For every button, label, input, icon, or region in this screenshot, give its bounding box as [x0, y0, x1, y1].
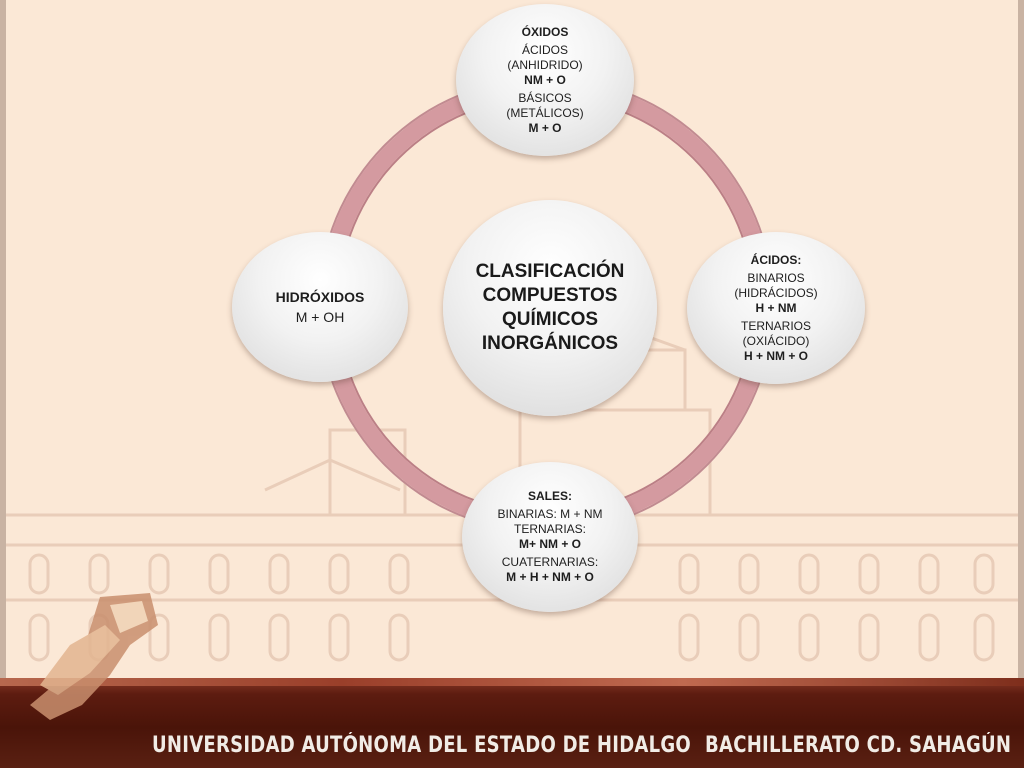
center-title-line: CLASIFICACIÓN: [475, 261, 625, 282]
node-line: BÁSICOS: [518, 90, 572, 105]
node-line: H + NM: [755, 300, 797, 315]
node-line: BINARIOS: [747, 270, 805, 285]
footer-school-name: BACHILLERATO CD. SAHAGÚN: [705, 733, 1012, 758]
node-oxidos: ÓXIDOS ÁCIDOS(ANHIDRIDO)NM + O BÁSICOS(ME…: [456, 4, 634, 156]
node-acidos: ÁCIDOS: BINARIOS(HIDRÁCIDOS)H + NM TERNAR…: [687, 232, 865, 384]
node-hidroxidos: HIDRÓXIDOS M + OH: [232, 232, 408, 382]
hands-logo-graphic: [30, 593, 158, 720]
node-line: (OXIÁCIDO): [742, 333, 810, 348]
node-line: H + NM + O: [743, 348, 808, 363]
center-title-line: QUÍMICOS: [501, 309, 599, 330]
center-title-line: COMPUESTOS: [482, 285, 618, 306]
footer-top-band: [0, 678, 1024, 686]
node-line: ÁCIDOS: [521, 42, 568, 57]
node-line: TERNARIOS: [740, 318, 811, 333]
node-line: (ANHIDRIDO): [507, 57, 583, 72]
left-frame-edge: [0, 0, 6, 680]
right-frame-edge: [1018, 0, 1024, 680]
node-line: M + O: [528, 120, 562, 135]
node-center-title: CLASIFICACIÓN COMPUESTOS QUÍMICOS INORGÁ…: [443, 200, 657, 416]
footer-banner: [0, 678, 1024, 768]
node-line: (HIDRÁCIDOS): [734, 285, 818, 300]
node-oxidos-heading: ÓXIDOS: [521, 24, 569, 39]
node-hidroxidos-heading: HIDRÓXIDOS: [275, 289, 365, 305]
footer-university-name: UNIVERSIDAD AUTÓNOMA DEL ESTADO DE HIDAL…: [152, 733, 692, 758]
node-oxidos-lines: ÁCIDOS(ANHIDRIDO)NM + O BÁSICOS(METÁLICOS…: [506, 43, 583, 136]
node-acidos-heading: ÁCIDOS:: [750, 252, 802, 267]
node-line: M+ NM + O: [518, 537, 581, 551]
node-hidroxidos-lines: M + OH: [296, 307, 345, 327]
node-line: (METÁLICOS): [506, 105, 584, 120]
node-line: M + H + NM + O: [506, 570, 594, 584]
node-line: NM + O: [524, 72, 566, 87]
node-line: TERNARIAS:: [513, 522, 586, 536]
node-acidos-lines: BINARIOS(HIDRÁCIDOS)H + NM TERNARIOS(OXIÁ…: [734, 271, 817, 364]
node-line: M + OH: [295, 309, 345, 325]
node-line: BINARIAS: M + NM: [497, 507, 603, 521]
node-line: CUATERNARIAS:: [501, 555, 599, 569]
center-title-line: INORGÁNICOS: [481, 333, 619, 354]
node-sales-heading: SALES:: [527, 489, 572, 503]
